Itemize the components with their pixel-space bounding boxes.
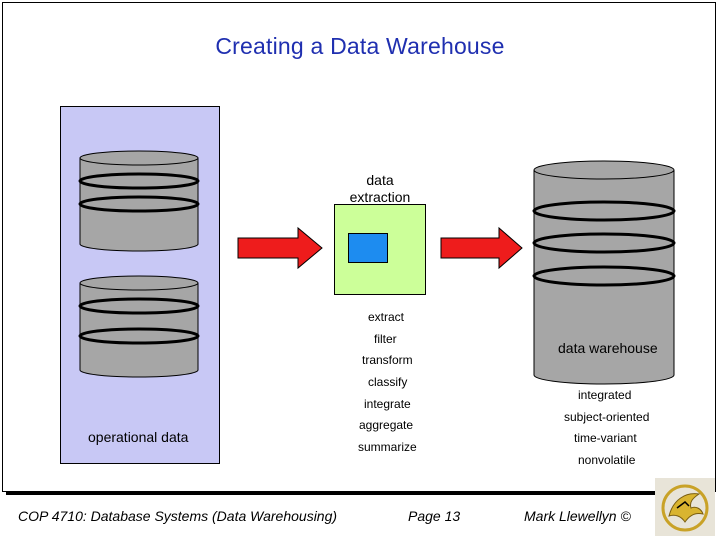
step-aggregate: aggregate	[359, 418, 414, 432]
step-summarize: summarize	[358, 440, 417, 454]
property-integrated: integrated	[578, 388, 632, 402]
slide-title: Creating a Data Warehouse	[215, 33, 505, 59]
step-extract: extract	[368, 310, 405, 324]
data-extraction-box	[334, 204, 426, 295]
arrow-to-warehouse	[440, 226, 523, 270]
property-subject-oriented: subject-oriented	[564, 410, 650, 424]
property-nonvolatile: nonvolatile	[578, 453, 636, 467]
step-filter: filter	[374, 332, 397, 346]
extraction-process-icon	[348, 233, 388, 263]
operational-data-label: operational data	[88, 429, 189, 445]
data-extraction-title-line2: extraction	[349, 189, 411, 205]
footer-author: Mark Llewellyn ©	[524, 508, 631, 524]
data-extraction-title: data extraction	[330, 172, 430, 206]
operational-db-cylinder-2	[78, 275, 200, 378]
step-classify: classify	[368, 375, 408, 389]
data-warehouse-cylinder	[532, 160, 676, 385]
step-integrate: integrate	[364, 397, 411, 411]
footer-course-title: COP 4710: Database Systems (Data Warehou…	[18, 508, 338, 524]
footer-divider	[6, 492, 714, 495]
property-time-variant: time-variant	[574, 431, 637, 445]
data-warehouse-label: data warehouse	[558, 340, 658, 356]
footer-page-number: Page 13	[408, 508, 461, 524]
arrow-to-extraction	[237, 226, 323, 270]
operational-db-cylinder-1	[78, 150, 200, 252]
data-extraction-title-line1: data	[366, 172, 394, 188]
pegasus-logo-icon	[655, 478, 715, 536]
pegasus-logo-graphic	[661, 484, 709, 532]
step-transform: transform	[362, 353, 413, 367]
